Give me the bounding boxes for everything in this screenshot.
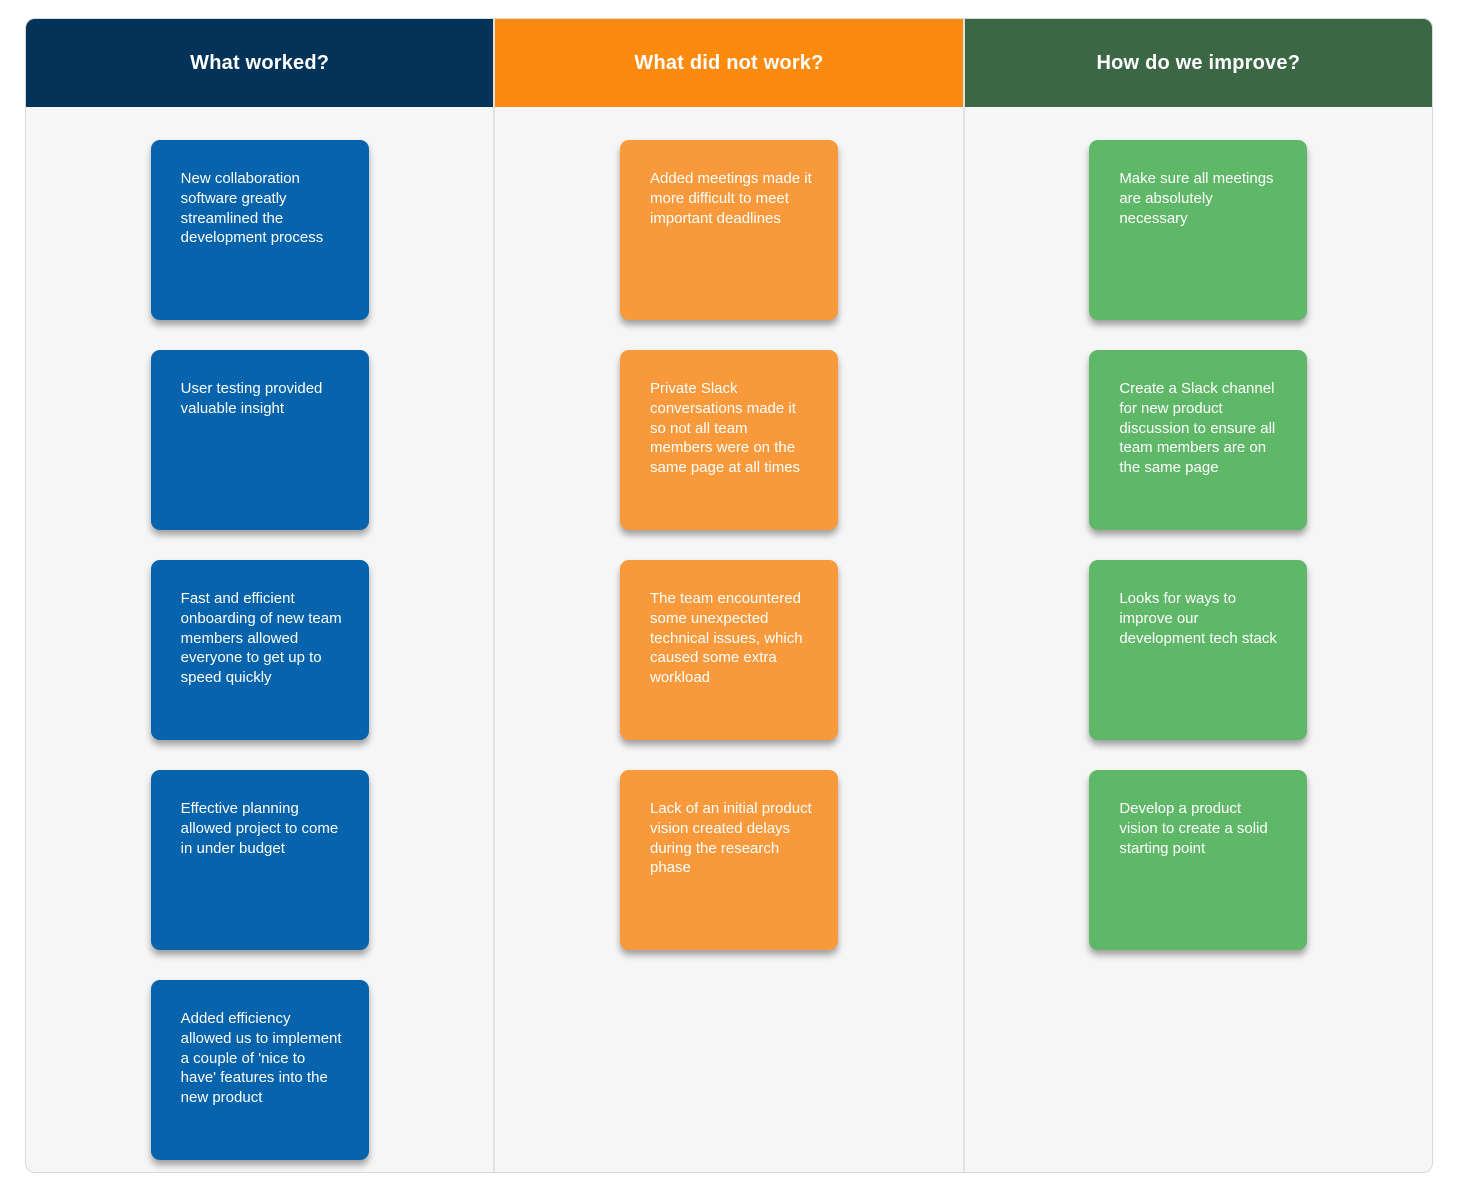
sticky-note[interactable]: Fast and efficient onboarding of new tea… (150, 560, 369, 740)
column-what-worked: What worked? New collaboration software … (26, 19, 494, 1172)
column-header-what-worked: What worked? (26, 19, 494, 107)
column-how-do-we-improve: How do we improve? Make sure all meeting… (962, 19, 1432, 1172)
sticky-note[interactable]: User testing provided valuable insight (150, 350, 369, 530)
card-list-how-do-we-improve: Make sure all meetings are absolutely ne… (965, 107, 1432, 1172)
card-list-what-did-not-work: Added meetings made it more difficult to… (495, 107, 962, 1172)
sticky-note[interactable]: Private Slack conversations made it so n… (619, 350, 838, 530)
sticky-note[interactable]: New collaboration software greatly strea… (150, 140, 369, 320)
column-header-how-do-we-improve: How do we improve? (964, 19, 1432, 107)
sticky-note[interactable]: Looks for ways to improve our developmen… (1089, 560, 1308, 740)
sticky-note[interactable]: The team encountered some unexpected tec… (619, 560, 838, 740)
sticky-note[interactable]: Added efficiency allowed us to implement… (150, 980, 369, 1160)
sticky-note[interactable]: Create a Slack channel for new product d… (1089, 350, 1308, 530)
column-header-what-did-not-work: What did not work? (495, 19, 963, 107)
sticky-note[interactable]: Added meetings made it more difficult to… (619, 140, 838, 320)
card-list-what-worked: New collaboration software greatly strea… (26, 107, 493, 1172)
sticky-note[interactable]: Lack of an initial product vision create… (619, 770, 838, 950)
sticky-note[interactable]: Effective planning allowed project to co… (150, 770, 369, 950)
retrospective-board: What worked? New collaboration software … (25, 18, 1433, 1173)
column-what-did-not-work: What did not work? Added meetings made i… (493, 19, 963, 1172)
sticky-note[interactable]: Develop a product vision to create a sol… (1089, 770, 1308, 950)
sticky-note[interactable]: Make sure all meetings are absolutely ne… (1089, 140, 1308, 320)
